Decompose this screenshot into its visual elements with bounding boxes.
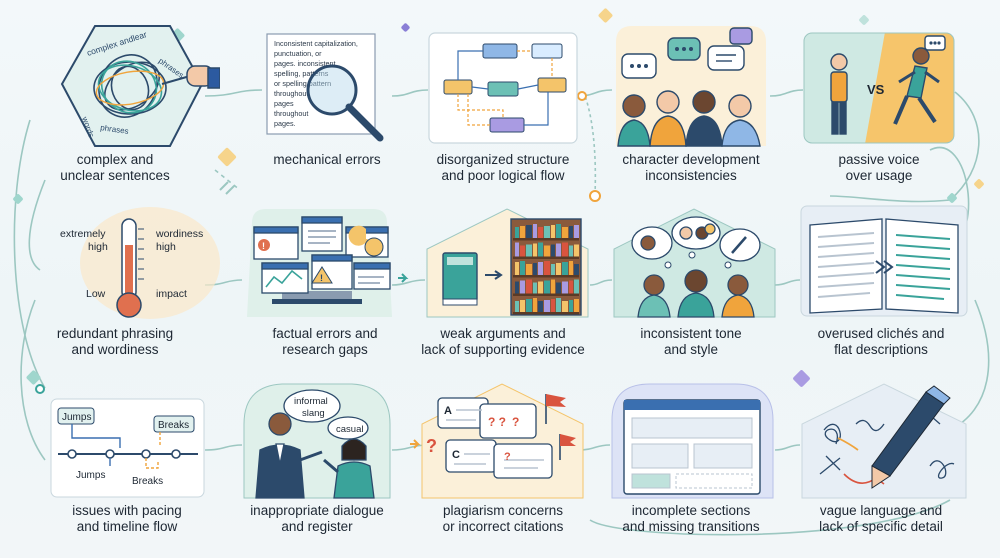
bookshelf	[513, 224, 579, 315]
doc-line-5: or spelling pattern	[274, 79, 331, 88]
bubble-slang: slang	[302, 408, 325, 419]
caption-inconsistent-tone: inconsistent tone and style	[640, 326, 742, 357]
label-high-right: high	[156, 241, 176, 253]
citation-bubbles-illustration: ? A C ? ? ? ?	[421, 383, 584, 499]
caption-complex-sentences: complex and unclear sentences	[60, 152, 170, 183]
doc-line-2: punctuation, or	[274, 49, 322, 58]
tangled-sentence-illustration: complex andlear phrases words phrases	[60, 25, 220, 147]
doc-line-8: throughout	[274, 109, 308, 118]
magnifying-glass-icon	[306, 64, 384, 142]
passive-vs-active-illustration: VS	[803, 32, 955, 144]
doc-line-7: pages	[274, 99, 294, 108]
label-jumps-top: Jumps	[62, 412, 91, 423]
thermometer-illustration: extremely high wordiness high Low impact	[60, 207, 220, 319]
caption-factual-errors: factual errors and research gaps	[272, 326, 378, 357]
caption-weak-arguments: weak arguments and lack of supporting ev…	[421, 326, 585, 357]
citation-letter-a: A	[444, 405, 452, 417]
caption-mechanical-errors: mechanical errors	[273, 152, 381, 167]
vs-label: VS	[867, 82, 885, 97]
doc-line-6: throughout	[274, 89, 308, 98]
tag-phrases-bottom: phrases	[100, 123, 129, 136]
doc-line-3: pages. inconsistent	[274, 59, 336, 68]
doc-line-4: spelling, patterns	[274, 69, 329, 78]
label-wordiness: wordiness	[155, 228, 203, 240]
incomplete-layout-illustration	[611, 383, 774, 499]
book-and-shelf-illustration	[426, 208, 589, 318]
red-flag-icon	[559, 434, 576, 460]
label-breaks-bottom: Breaks	[132, 476, 163, 487]
svg-text:? ?: ? ?	[488, 415, 506, 429]
caption-incomplete-sections: incomplete sections and missing transiti…	[622, 503, 760, 534]
label-breaks-top: Breaks	[158, 420, 189, 431]
flowchart-illustration	[428, 32, 578, 144]
pen-icon	[871, 385, 951, 489]
citation-letter-c: C	[452, 449, 460, 461]
caption-disorganized-structure: disorganized structure and poor logical …	[436, 152, 570, 183]
label-high-left: high	[88, 241, 108, 253]
caption-plagiarism: plagiarism concerns or incorrect citatio…	[442, 503, 564, 534]
magnified-document-illustration: Inconsistent capitalization, punctuation…	[266, 33, 384, 142]
open-book-illustration	[800, 205, 968, 317]
label-jumps-bottom: Jumps	[76, 470, 105, 481]
caption-inappropriate-dialogue: inappropriate dialogue and register	[250, 503, 384, 534]
caption-overused-cliches: overused clichés and flat descriptions	[817, 326, 945, 357]
svg-text:?: ?	[426, 436, 437, 456]
dialogue-people-illustration: informal slang casual	[243, 383, 391, 499]
timeline-illustration: Jumps Breaks Jumps Breaks	[50, 398, 205, 498]
caption-character-development: character development inconsistencies	[622, 152, 760, 183]
svg-text:!: !	[262, 241, 265, 251]
caption-vague-language: vague language and lack of specific deta…	[819, 503, 943, 534]
doc-line-9: pages.	[274, 119, 296, 128]
pen-and-scribbles-illustration	[801, 383, 967, 499]
red-flag-icon	[545, 394, 566, 424]
svg-text:!: !	[320, 273, 323, 283]
thinking-people-illustration	[613, 208, 776, 318]
svg-text:?: ?	[512, 415, 519, 429]
caption-pacing-timeline: issues with pacing and timeline flow	[72, 503, 182, 534]
research-screens-illustration: ! !	[247, 209, 392, 317]
characters-talking-illustration	[616, 26, 766, 147]
caption-redundant-phrasing: redundant phrasing and wordiness	[56, 326, 174, 357]
bubble-informal: informal	[294, 396, 328, 407]
label-impact: impact	[156, 288, 187, 300]
caption-passive-voice: passive voice over usage	[838, 152, 920, 183]
bubble-casual: casual	[336, 424, 363, 435]
label-extremely: extremely	[60, 228, 106, 240]
svg-text:?: ?	[504, 451, 511, 463]
doc-line-1: Inconsistent capitalization,	[274, 39, 358, 48]
label-low: Low	[86, 288, 106, 300]
